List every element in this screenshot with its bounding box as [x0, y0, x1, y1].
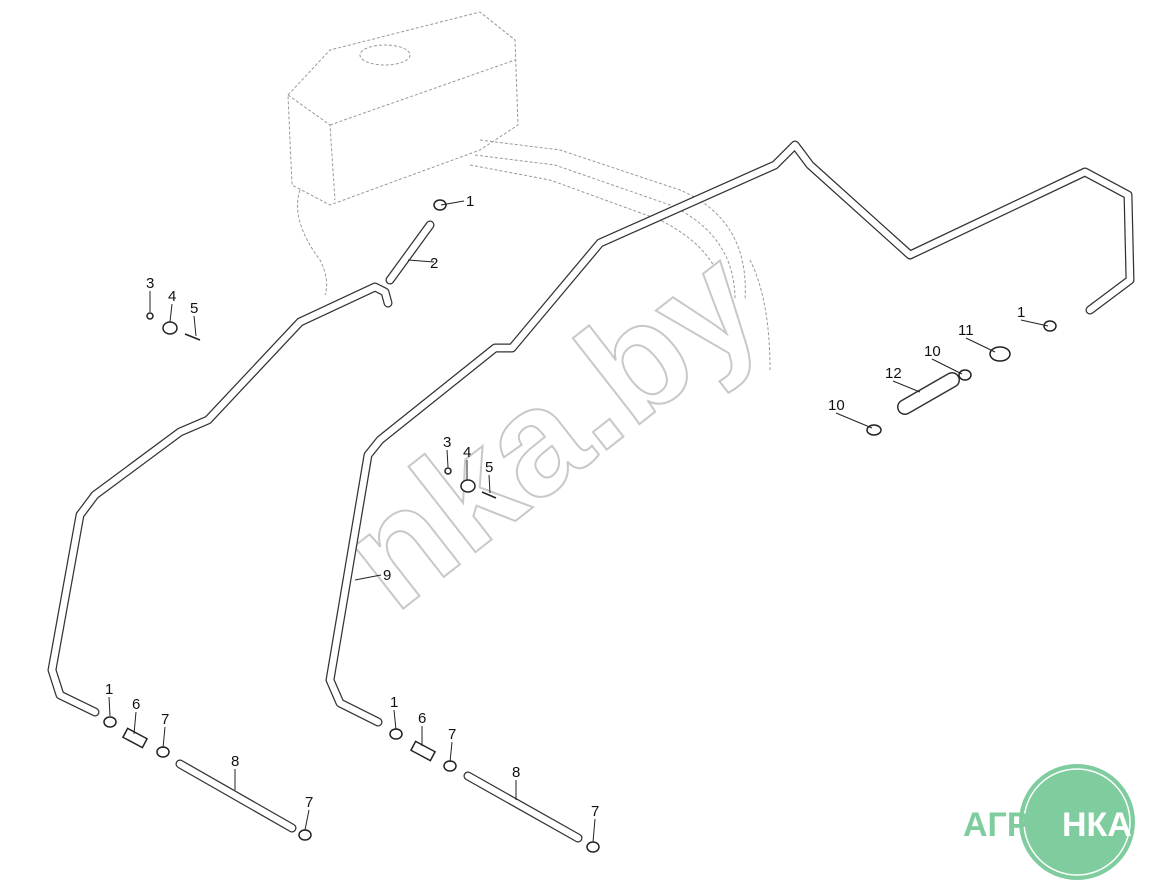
callout-number: 4	[168, 288, 176, 305]
leader-line	[407, 259, 435, 263]
callout-number: 1	[105, 681, 113, 698]
callout-number: 6	[418, 710, 426, 727]
leader-line	[449, 741, 453, 763]
leader-line	[835, 412, 873, 429]
callout-number: 10	[828, 397, 845, 414]
leader-line	[162, 726, 166, 749]
leader-line	[892, 380, 921, 393]
logo-text-left: АГРО	[963, 806, 1056, 844]
callout-number: 7	[161, 711, 169, 728]
callout-number: 12	[885, 365, 902, 382]
callout-number: 8	[231, 753, 239, 770]
leader-line	[393, 709, 397, 731]
fuel-tank-ghost	[287, 11, 771, 371]
hoses-8	[175, 372, 960, 843]
leader-line	[965, 337, 996, 353]
leader-line	[446, 449, 449, 468]
callout-number: 5	[485, 459, 493, 476]
leader-line	[169, 303, 173, 323]
leader-line	[440, 200, 465, 206]
leader-line	[133, 711, 137, 735]
leader-line	[592, 818, 596, 843]
leader-line	[1020, 319, 1049, 327]
callout-number: 7	[448, 726, 456, 743]
fittings	[103, 199, 1057, 853]
callout-number: 5	[190, 300, 198, 317]
agronka-logo: АГРО НКА	[963, 764, 1135, 880]
callout-number: 6	[132, 696, 140, 713]
leader-line	[304, 809, 310, 831]
callout-number: 3	[146, 275, 154, 292]
right-fuel-pipe	[325, 140, 1135, 727]
callout-number: 9	[383, 567, 391, 584]
callout-number: 11	[958, 322, 974, 339]
callout-number: 1	[1017, 304, 1025, 321]
callout-number: 10	[924, 343, 941, 360]
leader-line	[354, 574, 382, 581]
callout-number: 7	[591, 803, 599, 820]
callout-number: 8	[512, 764, 520, 781]
upper-hose-2	[385, 220, 435, 285]
callout-number: 3	[443, 434, 451, 451]
leader-line	[931, 358, 963, 375]
callout-number: 4	[463, 444, 471, 461]
callout-number: 2	[430, 255, 438, 272]
leader-line	[108, 696, 111, 717]
callout-number: 1	[466, 193, 474, 210]
logo-text-right: НКА	[1062, 806, 1132, 844]
left-fuel-pipe	[47, 282, 393, 717]
callout-number: 1	[390, 694, 398, 711]
leader-line	[488, 474, 491, 494]
leader-line	[193, 315, 197, 337]
callout-number: 7	[305, 794, 313, 811]
